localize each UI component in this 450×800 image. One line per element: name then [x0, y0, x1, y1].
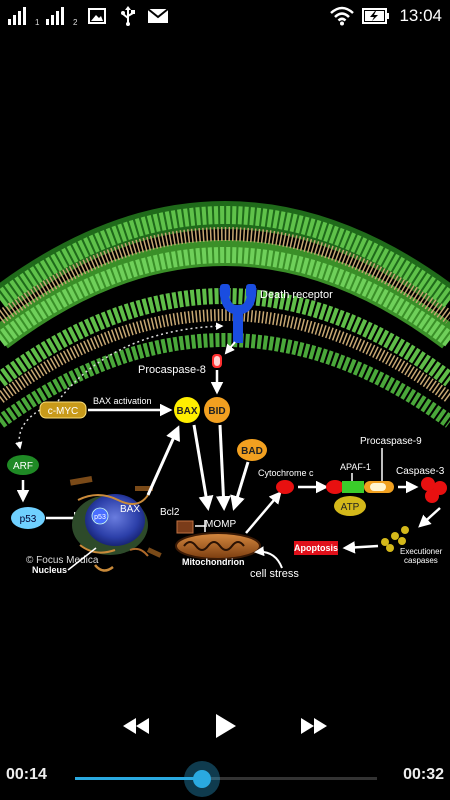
pointer-line [67, 547, 97, 571]
copyright-label: © Focus Medica [26, 555, 99, 566]
image-icon [88, 0, 106, 32]
status-clock: 13:04 [399, 6, 442, 25]
seek-bar-progress [75, 777, 202, 780]
bid-node: BID [204, 397, 230, 423]
rewind-icon [123, 718, 149, 734]
arf-node: ARF [7, 455, 39, 475]
bcl2-label: Bcl2 [160, 507, 180, 518]
seek-bar[interactable] [75, 761, 377, 797]
status-bar: 1 2 [0, 0, 450, 32]
mitochondrion-label: Mitochondrion [182, 557, 245, 567]
arrow [15, 409, 41, 450]
play-icon [216, 714, 236, 738]
battery-charging-icon [362, 0, 390, 32]
svg-text:c-MYC: c-MYC [48, 406, 79, 417]
svg-text:BID: BID [208, 406, 225, 417]
svg-text:Apoptosis: Apoptosis [294, 543, 338, 553]
apoptosis-badge: Apoptosis [294, 541, 338, 555]
death-receptor-label: Death receptor [260, 289, 333, 301]
p53-node: p53 [11, 507, 45, 529]
atp-node: ATP [334, 496, 366, 516]
bax-node: BAX [174, 397, 200, 423]
arrow [254, 546, 283, 569]
elapsed-time: 00:14 [6, 766, 47, 783]
executioner-label: Executioner [400, 547, 443, 556]
sim2-label: 2 [73, 17, 78, 27]
bax-small-label: BAX [120, 504, 140, 515]
caspase3-label: Caspase-3 [396, 466, 445, 477]
cell-membrane [0, 201, 450, 428]
video-frame[interactable]: Death receptor Procaspase-8 c-MYC BAX ac… [0, 32, 450, 692]
arrow [215, 424, 231, 511]
seek-thumb[interactable] [192, 770, 211, 788]
p53-small-label: p53 [94, 514, 106, 521]
signal-icon [8, 7, 26, 25]
sim1-label: 1 [35, 17, 40, 27]
caspases-label: caspases [404, 556, 438, 565]
procaspase8-label: Procaspase-8 [138, 364, 206, 376]
play-button[interactable] [210, 710, 240, 742]
svg-text:p53: p53 [20, 514, 37, 525]
procaspase8-node [212, 354, 222, 368]
svg-text:ARF: ARF [13, 461, 33, 472]
arrow [224, 341, 236, 355]
player-controls: 00:14 00:32 [0, 700, 450, 800]
momp-label: MOMP [205, 519, 236, 530]
arrow [418, 507, 441, 528]
arrow [342, 541, 379, 554]
usb-icon [120, 0, 136, 32]
sim2-signal: 2 [46, 0, 77, 32]
caspase3-node [421, 477, 447, 503]
cell-stress-label: cell stress [250, 568, 299, 580]
mitochondrion [175, 532, 261, 560]
arrow [230, 461, 250, 511]
wifi-icon [330, 0, 354, 32]
fast-forward-button[interactable] [298, 710, 330, 742]
svg-text:ATP: ATP [341, 502, 360, 513]
arrow [54, 322, 224, 406]
fast-forward-icon [301, 718, 327, 734]
total-time: 00:32 [403, 766, 444, 783]
nucleus: p53 BAX [69, 475, 162, 572]
procaspase9-label: Procaspase-9 [360, 436, 422, 447]
svg-text:BAD: BAD [241, 446, 263, 457]
mail-icon [148, 0, 168, 32]
apoptosome [326, 480, 394, 494]
executioner-caspases-node [381, 526, 409, 552]
bad-node: BAD [237, 439, 267, 461]
arrow [245, 491, 282, 534]
arrow [192, 424, 214, 511]
arrow [146, 425, 180, 496]
svg-text:BAX: BAX [176, 406, 197, 417]
apoptosis-diagram: Death receptor Procaspase-8 c-MYC BAX ac… [0, 201, 450, 580]
apaf1-label: APAF-1 [340, 462, 371, 472]
bcl2-node [176, 520, 194, 534]
rewind-button[interactable] [120, 710, 152, 742]
sim1-signal: 1 [8, 0, 39, 32]
cmyc-node: c-MYC [39, 401, 87, 419]
nucleus-label: Nucleus [32, 565, 67, 575]
death-receptor [219, 284, 257, 343]
cytochrome-c-label: Cytochrome c [258, 468, 314, 478]
signal-icon [46, 7, 64, 25]
bax-activation-label: BAX activation [93, 396, 152, 406]
cytochrome-c-node [276, 480, 294, 494]
